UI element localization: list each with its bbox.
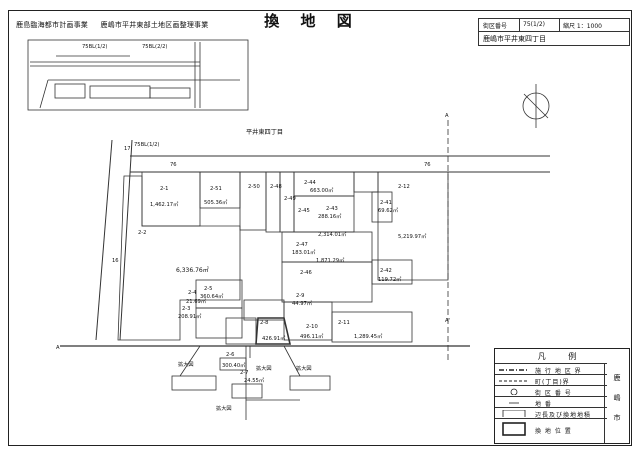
parcel-area: 44.97㎡ <box>292 299 313 307</box>
parcel-area: 505.36㎡ <box>204 198 228 206</box>
keymap-left: 75BL(1/2) <box>82 44 107 50</box>
parcel-area: 288.16㎡ <box>318 212 342 220</box>
parcel-area: 663.00㎡ <box>310 186 334 194</box>
parcel-no: 2-4 <box>188 290 197 296</box>
parcel-no: 2-1 <box>160 186 168 192</box>
edge-length-icon <box>502 410 526 417</box>
parcel-no: 2-42 <box>380 268 392 274</box>
legend-row: 換 地 位 置 <box>495 418 607 444</box>
parcel-no: 2-12 <box>398 184 410 190</box>
area-lower-mid: 496.11㎡ <box>300 332 324 340</box>
area-right: 5,219.97㎡ <box>398 232 427 240</box>
parcel-no: 2-45 <box>298 208 310 214</box>
parcel-no: 2-43 <box>326 206 338 212</box>
block-value: 75(1/2) <box>523 21 545 28</box>
parcel-no: 2-47 <box>296 242 308 248</box>
lot-number-icon <box>509 402 519 404</box>
parcel-no: 2-5 <box>204 286 212 292</box>
block-label: 街区番号 <box>483 23 508 30</box>
replot-location-icon <box>502 422 526 436</box>
parcel-area: 21.69㎡ <box>186 297 207 305</box>
parcel-no: 2-41 <box>380 200 392 206</box>
parcel-no: 2-7 <box>240 370 248 376</box>
road-number-right: 76 <box>424 162 431 168</box>
parcel-no: 2-2 <box>138 230 146 236</box>
legend-row: 施 行 地 区 界 <box>495 363 607 375</box>
section-a-right: A' <box>445 318 450 324</box>
parcel-no: 2-46 <box>300 270 312 276</box>
town-name: 鹿嶋市平井東四丁目 <box>478 32 630 46</box>
enlarge-callout-3: 拡大図 <box>296 364 312 372</box>
scale-label: 縮尺 1：1000 <box>563 23 602 30</box>
header-project: 鹿島臨海都市計画事業 鹿嶋市平井東部土地区画整理事業 <box>16 20 218 30</box>
parcel-no: 2-10 <box>306 324 318 330</box>
header-info-box: 街区番号 75(1/2) 縮尺 1：1000 <box>478 18 630 32</box>
legend-side-label: 鹿 嶋 市 <box>604 363 629 443</box>
parcel-area: 426.91㎡ <box>262 334 286 342</box>
parcel-no: 2-44 <box>304 180 316 186</box>
road-number-top: 17 <box>124 146 131 152</box>
keymap-right: 75BL(2/2) <box>142 44 167 50</box>
town-boundary-icon <box>499 380 529 382</box>
legend-title: 凡 例 <box>537 352 587 361</box>
section-a-top: A <box>445 113 449 119</box>
parcel-no: 2-50 <box>248 184 260 190</box>
block-number-icon <box>510 388 518 395</box>
area-mid: 1,871.29㎡ <box>316 256 345 264</box>
road-number-left: 76 <box>170 162 177 168</box>
project-name-2: 鹿嶋市平井東部土地区画整理事業 <box>100 21 209 29</box>
area-lower-right: 1,289.45㎡ <box>354 332 383 340</box>
parcel-no: 2-48 <box>270 184 282 190</box>
district-boundary-icon <box>499 369 529 371</box>
parcel-no: 2-8 <box>260 320 268 326</box>
parcel-no: 2-51 <box>210 186 222 192</box>
section-a-left: A <box>56 345 60 351</box>
road-number-mid: 16 <box>112 258 119 264</box>
area-center: 2,314.01㎡ <box>318 230 347 238</box>
enlarge-callout-1: 拡大図 <box>178 360 194 368</box>
enlarge-callout-2: 拡大図 <box>256 364 272 372</box>
parcel-area: 360.64㎡ <box>200 292 224 300</box>
legend-row: 地 番 <box>495 396 607 408</box>
parcel-no: 2-3 <box>182 306 190 312</box>
enlarge-callout-4: 拡大図 <box>216 404 232 412</box>
parcel-no: 2-9 <box>296 293 304 299</box>
parcel-area: 183.01㎡ <box>292 248 316 256</box>
legend-row: 辺長及び換地地積 <box>495 407 607 419</box>
area-lower-small: 24.55㎡ <box>244 376 265 384</box>
key-map-left-label: 75BL(1/2) <box>134 142 159 148</box>
parcel-area: 300.40㎡ <box>222 361 246 369</box>
parcel-no: 2-49 <box>284 196 296 202</box>
parcel-area: 1,462.17㎡ <box>150 200 179 208</box>
parcel-area: 208.91㎡ <box>178 312 202 320</box>
legend-row: 街 区 番 号 <box>495 385 607 397</box>
legend-box: 凡 例 施 行 地 区 界 町(丁目)界 街 区 番 号 地 番 辺長及び換地地… <box>494 348 630 444</box>
page-title: 換 地 図 <box>264 12 360 30</box>
drawing-sheet <box>8 10 632 446</box>
parcel-no: 2-6 <box>226 352 234 358</box>
parcel-area: 119.72㎡ <box>378 275 402 283</box>
legend-row: 町(丁目)界 <box>495 374 607 386</box>
area-big-left: 6,336.76㎡ <box>176 266 209 274</box>
parcel-no: 2-11 <box>338 320 350 326</box>
town-label: 平井東四丁目 <box>246 128 283 136</box>
project-name-1: 鹿島臨海都市計画事業 <box>16 21 88 29</box>
parcel-area: 69.62㎡ <box>378 206 399 214</box>
key-map-frame <box>27 39 249 111</box>
